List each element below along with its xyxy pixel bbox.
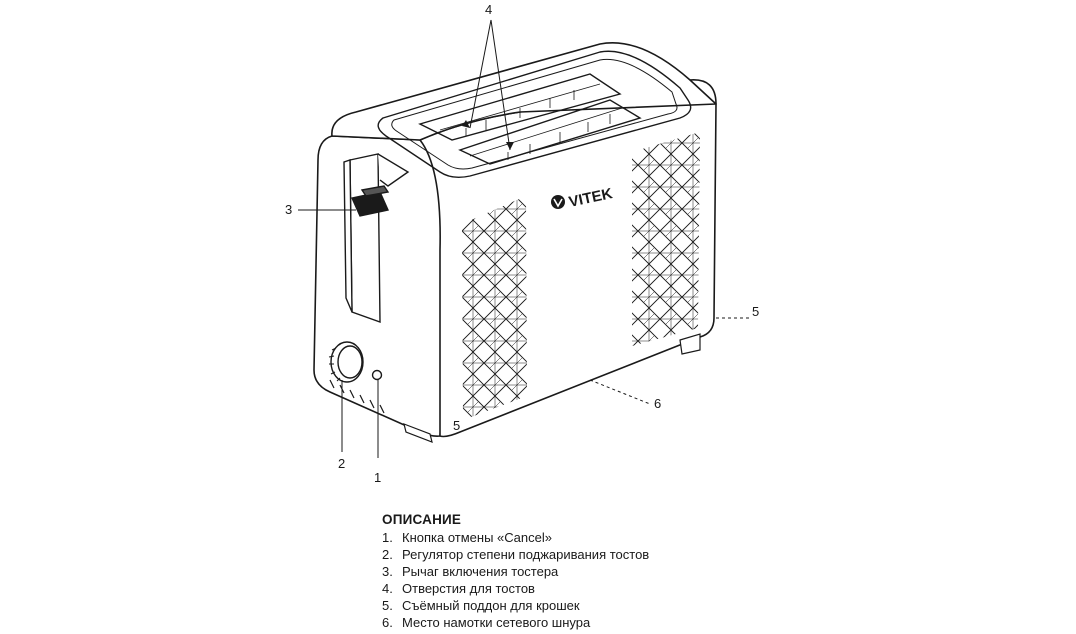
callout-5-right: 5 (752, 304, 759, 319)
item-number: 5. (382, 598, 393, 613)
callout-1: 1 (374, 470, 381, 485)
browning-knob (328, 341, 364, 383)
item-number: 2. (382, 547, 393, 562)
item-number: 4. (382, 581, 393, 596)
callout-6: 6 (654, 396, 661, 411)
front-pattern (632, 132, 700, 346)
cancel-button (371, 369, 383, 381)
description-item: 2. Регулятор степени поджаривания тостов (382, 546, 802, 563)
item-number: 1. (382, 530, 393, 545)
description-item: 4. Отверстия для тостов (382, 580, 802, 597)
description-block: ОПИСАНИЕ 1. Кнопка отмены «Cancel» 2. Регу… (382, 512, 802, 631)
leader-6 (589, 379, 651, 405)
item-text: Регулятор степени поджаривания тостов (402, 547, 650, 562)
callout-4: 4 (485, 2, 492, 17)
item-number: 6. (382, 615, 393, 630)
callout-2: 2 (338, 456, 345, 471)
side-pattern (462, 196, 527, 420)
leader-4b (490, 19, 511, 151)
description-item: 5. Съёмный поддон для крошек (382, 597, 802, 614)
description-item: 1. Кнопка отмены «Cancel» (382, 529, 802, 546)
description-item: 6. Место намотки сетевого шнура (382, 614, 802, 631)
leader-4a (469, 19, 492, 129)
item-text: Кнопка отмены «Cancel» (402, 530, 552, 545)
description-title: ОПИСАНИЕ (382, 512, 462, 527)
base-details (329, 333, 701, 443)
item-text: Рычаг включения тостера (402, 564, 559, 579)
callout-5-bottom: 5 (453, 418, 460, 433)
item-text: Место намотки сетевого шнура (402, 615, 591, 630)
item-text: Съёмный поддон для крошек (402, 598, 580, 613)
item-number: 3. (382, 564, 393, 579)
callout-3: 3 (285, 202, 292, 217)
brand-logo: VITEK (551, 185, 614, 211)
toaster-diagram: VITEK 4 3 5 6 5 2 1 (285, 2, 759, 485)
description-list: 1. Кнопка отмены «Cancel» 2. Регулятор сте… (382, 529, 802, 631)
lever (343, 153, 410, 323)
item-text: Отверстия для тостов (402, 581, 535, 596)
description-item: 3. Рычаг включения тостера (382, 563, 802, 580)
leader-lines (298, 19, 750, 458)
toast-slots (377, 50, 692, 179)
